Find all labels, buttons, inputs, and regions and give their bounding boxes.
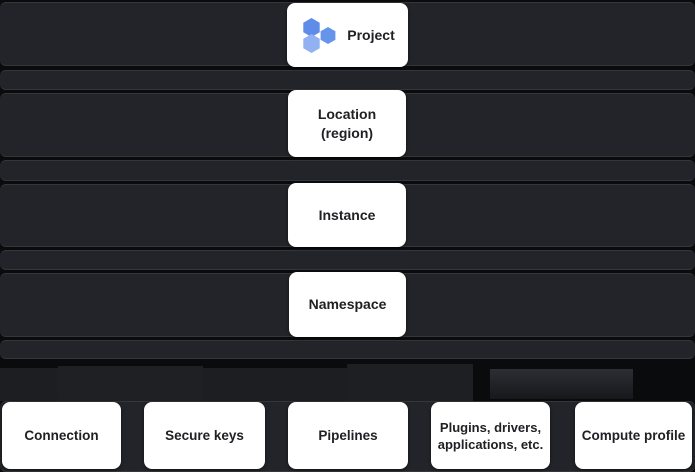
node-location-region: Location (region) — [288, 90, 406, 157]
node-label: Pipelines — [318, 428, 378, 443]
connector-shade — [203, 368, 347, 401]
connector-shade — [0, 368, 58, 401]
row-band-spacer-3 — [0, 250, 695, 270]
node-label: Instance — [318, 206, 376, 223]
node-namespace: Namespace — [289, 272, 406, 337]
node-secure-keys: Secure keys — [144, 402, 265, 469]
node-pipelines: Pipelines — [288, 402, 408, 469]
project-hexagons-icon — [300, 17, 338, 53]
connector-shade — [490, 369, 633, 399]
node-label: Namespace — [308, 296, 387, 312]
connector-shade — [347, 364, 473, 401]
node-label: Secure keys — [165, 428, 244, 443]
row-band-spacer-1 — [0, 70, 695, 90]
node-project: Project — [287, 3, 408, 67]
node-connection: Connection — [2, 402, 121, 469]
row-band-spacer-2 — [0, 160, 695, 181]
node-instance: Instance — [288, 183, 406, 247]
node-plugins-drivers-applications: Plugins, drivers, applications, etc. — [431, 402, 550, 469]
node-label: Project — [347, 26, 395, 43]
node-compute-profile: Compute profile — [575, 402, 692, 469]
node-label: Plugins, drivers, applications, etc. — [437, 419, 544, 452]
node-label: Location (region) — [317, 105, 377, 141]
node-label: Compute profile — [581, 428, 686, 443]
connector-shade — [58, 366, 203, 401]
node-label: Connection — [24, 428, 99, 443]
row-band-spacer-4 — [0, 340, 695, 359]
